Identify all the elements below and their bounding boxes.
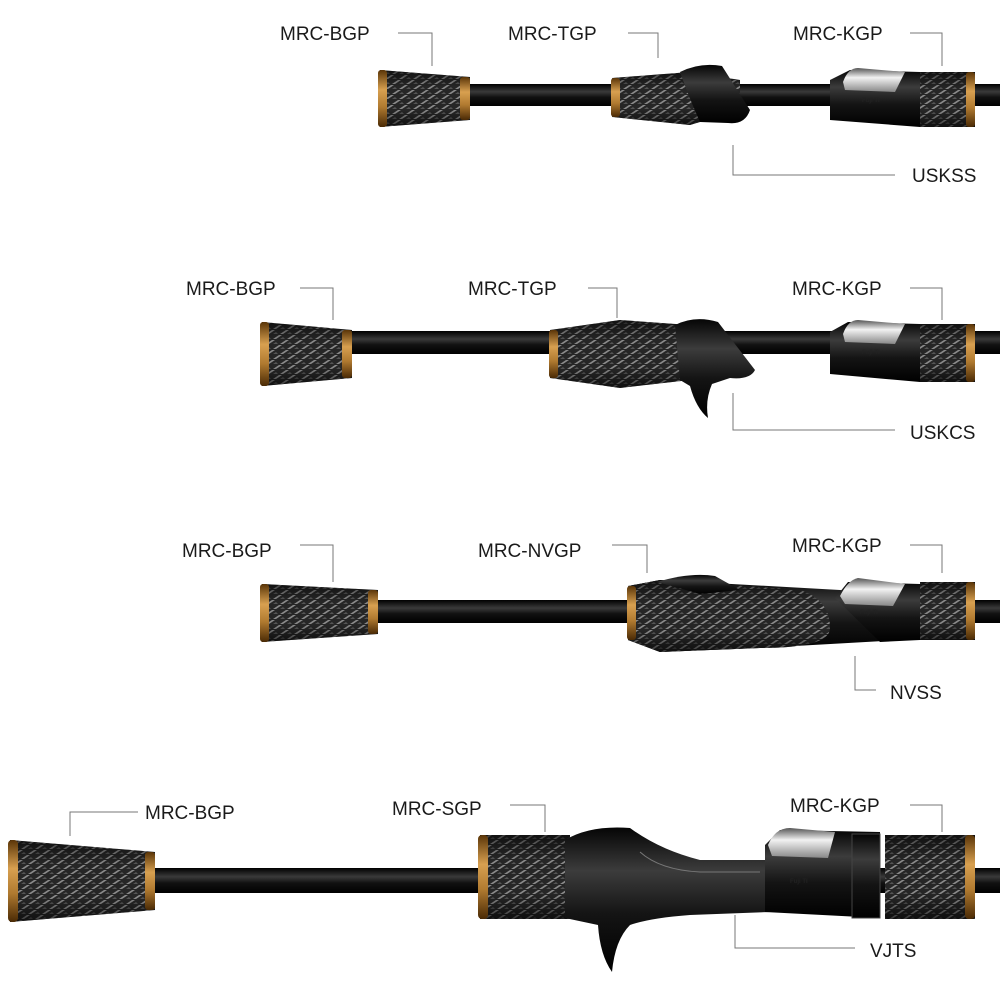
reel-grip <box>920 582 975 640</box>
rod-vjts: Fuji TI MRC-BGP MRC-SGP MRC-KGP VJTS <box>8 796 1000 972</box>
fore-grip <box>549 319 755 418</box>
trigger-hood <box>680 64 750 124</box>
label-butt-grip: MRC-BGP <box>186 279 276 300</box>
trigger-seat <box>565 827 770 972</box>
seat-marking: Fuji TI <box>862 350 880 356</box>
reel-hood <box>843 320 905 344</box>
label-reel-seat: USKSS <box>912 166 976 187</box>
label-reel-grip: MRC-KGP <box>792 536 882 557</box>
lock-nut <box>851 833 881 919</box>
fore-grip <box>611 64 750 125</box>
label-reel-grip: MRC-KGP <box>790 796 880 817</box>
reel-seat: Fuji TI <box>830 68 920 127</box>
rod-uskcs: Fuji TI MRC-BGP MRC-TGP MRC-KGP USKCS <box>186 279 1000 444</box>
reel-seat: Fuji TI <box>765 828 881 919</box>
seat-marking: Fuji TI <box>790 879 808 885</box>
reel-hood <box>843 68 905 92</box>
fore-grip <box>627 574 900 652</box>
trigger-hood <box>675 319 755 418</box>
reel-seat: Fuji TI <box>835 578 920 642</box>
rod-uskss: Fuji TI MRC-BGP MRC-TGP MRC-KGP USKSS <box>280 24 1000 187</box>
reel-grip <box>920 324 975 382</box>
label-butt-grip: MRC-BGP <box>182 541 272 562</box>
label-butt-grip: MRC-BGP <box>145 803 235 824</box>
seat-marking: Fuji TI <box>862 98 880 104</box>
label-reel-seat: USKCS <box>910 423 975 444</box>
reel-grip <box>920 72 975 127</box>
reel-seat: Fuji TI <box>830 320 920 382</box>
fore-grip <box>478 835 570 919</box>
label-reel-grip: MRC-KGP <box>793 24 883 45</box>
label-fore-grip: MRC-TGP <box>468 279 557 300</box>
reel-grip <box>885 835 975 919</box>
butt-grip <box>260 322 352 386</box>
butt-grip <box>8 840 155 922</box>
seat-marking: Fuji TI <box>860 610 878 616</box>
butt-grip <box>260 584 378 642</box>
rod-nvss: Fuji TI MRC-BGP MRC-NVGP MRC-KGP NVSS <box>182 536 1000 704</box>
butt-grip <box>378 70 470 127</box>
label-fore-grip: MRC-SGP <box>392 799 482 820</box>
label-reel-seat: NVSS <box>890 683 942 704</box>
reel-hood <box>840 578 905 606</box>
finger-hood <box>657 574 740 594</box>
label-reel-grip: MRC-KGP <box>792 279 882 300</box>
reel-hood <box>768 828 835 858</box>
label-butt-grip: MRC-BGP <box>280 24 370 45</box>
label-fore-grip: MRC-TGP <box>508 24 597 45</box>
label-reel-seat: VJTS <box>870 941 916 962</box>
label-fore-grip: MRC-NVGP <box>478 541 581 562</box>
